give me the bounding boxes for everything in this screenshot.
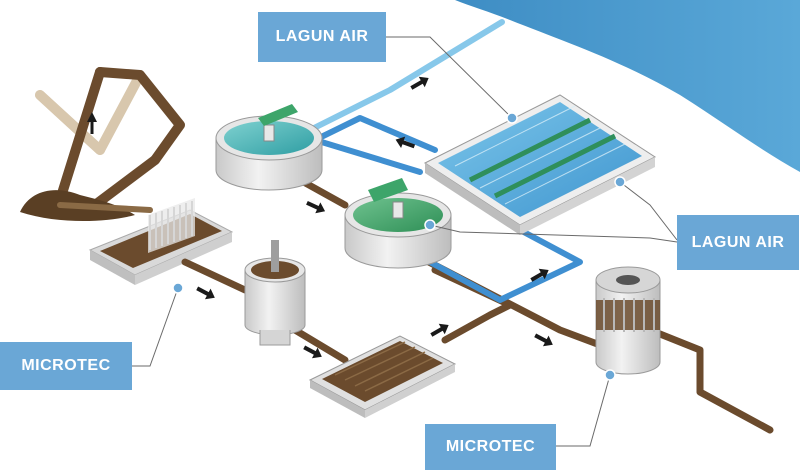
arrow-icon	[395, 136, 416, 149]
river	[455, 0, 800, 172]
label-lagun-air-right: LAGUN AIR	[677, 215, 799, 270]
arrow-icon	[303, 345, 322, 359]
callout-lines	[132, 36, 678, 447]
dot-icon	[172, 112, 626, 381]
digester-tank	[244, 240, 306, 346]
arrow-icon	[306, 200, 326, 214]
clarifier-tank-1	[215, 104, 323, 191]
screen-channel	[88, 198, 234, 285]
lagoon-pipes	[307, 19, 583, 303]
arrow-icon	[530, 268, 549, 282]
arrow-icon	[430, 323, 449, 337]
lagoon-basin	[423, 94, 657, 235]
label-lagun-air-top: LAGUN AIR	[258, 12, 386, 62]
clarifier-tank-2	[344, 178, 452, 269]
arrow-icon	[534, 333, 553, 347]
arrow-icon	[87, 112, 97, 134]
label-microtec-left: MICROTEC	[0, 342, 132, 390]
inlet-pipe	[35, 67, 185, 210]
flow-arrows	[196, 76, 553, 359]
drying-bed	[308, 335, 457, 418]
microtec-filter	[595, 266, 661, 375]
label-microtec-bottom: MICROTEC	[425, 424, 556, 470]
arrow-icon	[196, 286, 215, 300]
arrow-icon	[410, 76, 429, 90]
